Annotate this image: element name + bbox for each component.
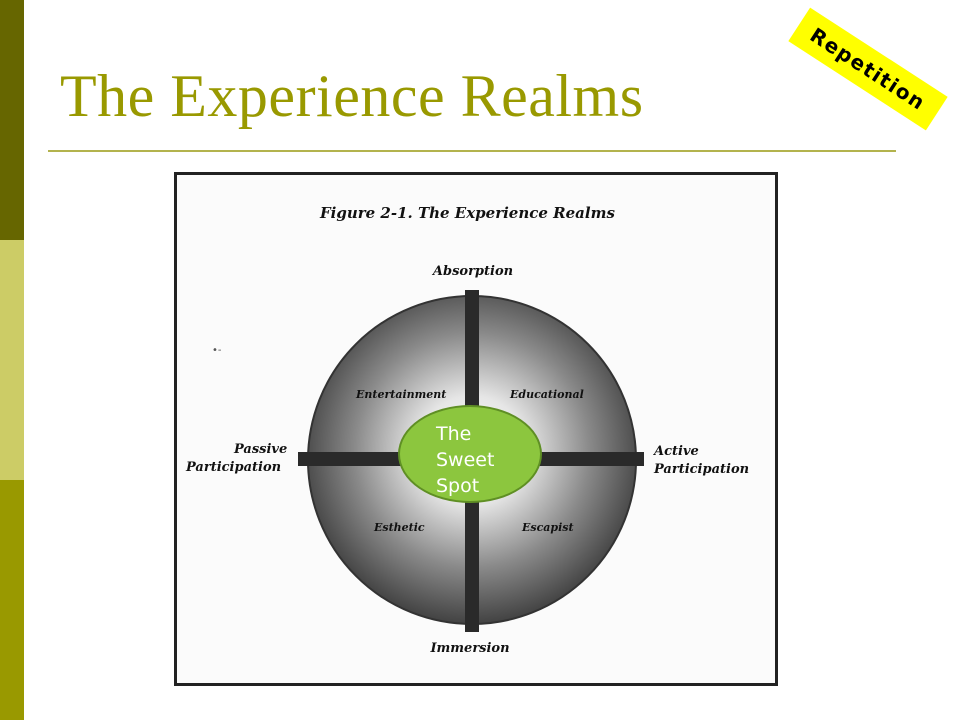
quadrant-label-entertainment: Entertainment (355, 388, 446, 401)
side-bar-middle (0, 240, 24, 480)
page-title: The Experience Realms (60, 63, 644, 129)
quadrant-label-escapist: Escapist (521, 521, 574, 534)
title-divider (48, 150, 896, 152)
sweet-spot-line-2: Sweet (436, 449, 495, 471)
axis-label-active-participation: Participation (653, 462, 749, 477)
axis-label-passive-participation: Participation (185, 460, 281, 475)
axis-label-absorption: Absorption (431, 264, 513, 279)
quadrant-label-educational: Educational (509, 388, 584, 401)
figure-caption: Figure 2-1. The Experience Realms (319, 204, 615, 222)
stray-mark: •- (212, 345, 222, 356)
sweet-spot-label: The Sweet Spot (436, 421, 494, 499)
sweet-spot-callout: The Sweet Spot (398, 405, 542, 503)
axis-label-passive: Passive (233, 442, 287, 457)
sweet-spot-line-1: The (436, 423, 472, 445)
axis-label-active: Active (652, 444, 699, 459)
sweet-spot-line-3: Spot (436, 475, 480, 497)
axis-label-immersion: Immersion (429, 641, 509, 656)
side-bar-top (0, 0, 24, 240)
quadrant-label-esthetic: Esthetic (373, 521, 425, 534)
side-bar-bottom (0, 480, 24, 720)
